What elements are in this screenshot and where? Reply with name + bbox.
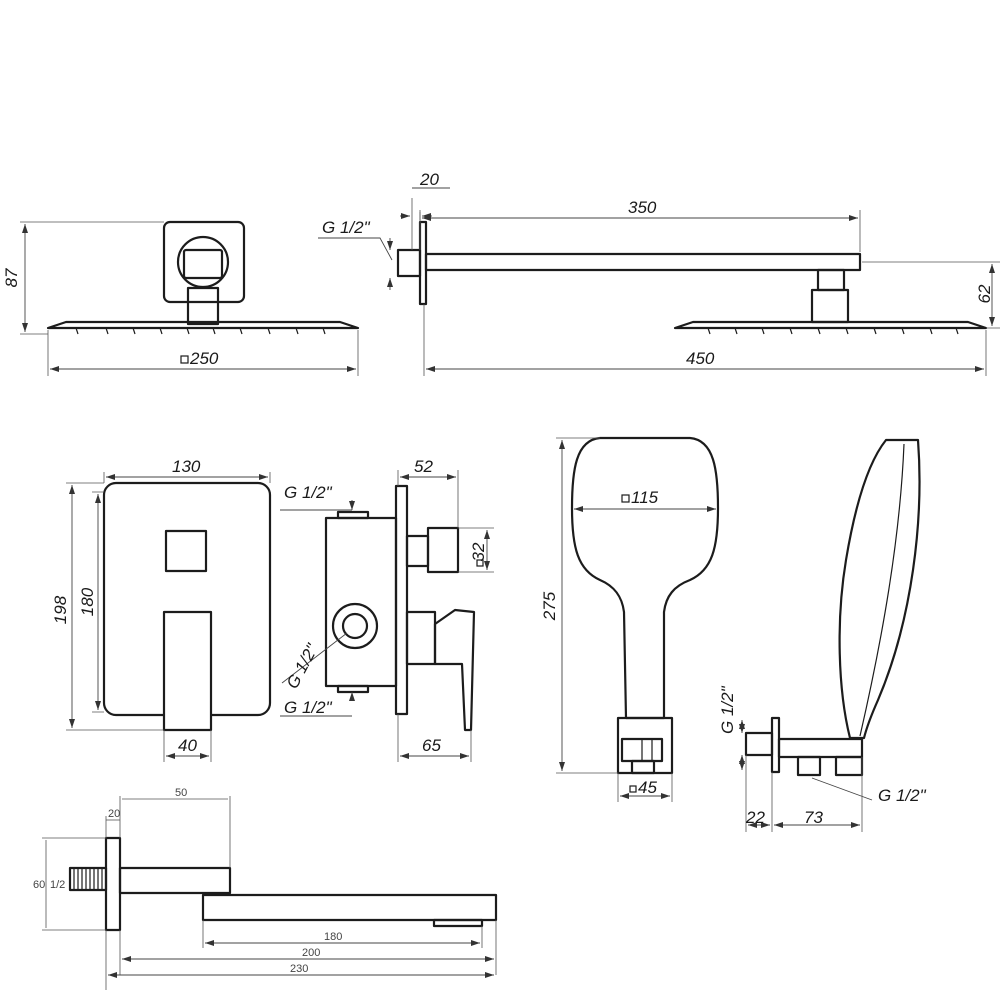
thread-block [396,248,422,278]
spout-upper-block [118,866,232,895]
height-275-label: 275 [540,591,559,621]
hose-thread [630,759,656,775]
side-inlet-outer [331,602,379,650]
mixer-lever [162,610,213,732]
mixer-body [324,516,398,688]
height-87-label: 87 [2,268,21,287]
mixer-window [164,529,208,573]
overall-230-label: 230 [290,963,308,975]
connector-nut [182,248,224,280]
length-73-label: 73 [804,808,823,827]
height-62-label: 62 [975,284,994,303]
lever-side [433,608,476,732]
side-thread-label: G 1/2" [283,640,323,692]
mixer-side-view: 52 G 1/2" 32 G 1/2" G 1/2" 65 [280,457,494,762]
square-symbol-115 [621,494,630,503]
holder-thread-label: G 1/2" [718,685,737,734]
hand-shower-profile [838,438,921,740]
head-115-label: 115 [631,488,659,507]
spout-outlet [432,918,484,928]
rain-shower-front-view: 87 250 [2,220,360,376]
wall-flange [162,220,246,304]
nozzles-side [707,327,959,335]
square-symbol-45 [629,785,637,793]
spout-body [201,893,498,922]
depth-22-label: 22 [745,808,765,827]
cartridge-32-label: 32 [469,542,488,561]
height-198-label: 198 [51,595,70,624]
width-130-label: 130 [172,457,201,476]
overall-450-label: 450 [686,349,715,368]
connector-ring [176,235,230,289]
spout-thread [68,866,108,892]
shower-head-side [673,320,988,330]
outlet-thread-leader [811,777,873,801]
size-250-label: 250 [189,349,219,368]
arm-thread-label: G 1/2" [322,218,371,237]
shower-head-plate [46,320,360,330]
height-60-label: 60 [33,879,45,891]
arm-joint [816,268,846,292]
cartridge-cap [426,526,460,574]
depth-52-label: 52 [414,457,433,476]
flange-20-label: 20 [419,170,439,189]
cartridge-collar [405,534,430,568]
base-45-label: 45 [638,778,657,797]
rain-shower-side-view: 20 350 G 1/2" 62 450 [318,170,1000,376]
side-thread-leader [281,632,348,684]
height-180-label: 180 [78,587,97,616]
square-symbol [180,355,189,364]
lever-40-label: 40 [178,736,197,755]
bottom-outlet [336,684,370,694]
arm-length-350-label: 350 [628,198,657,217]
holder-arm [777,737,864,759]
depth-50-label: 50 [175,787,187,799]
holder-outlet-right [834,755,864,777]
flange-20-label-spout: 20 [108,808,120,820]
mixer-plate-side [394,484,409,716]
top-thread-label: G 1/2" [284,483,333,502]
mid-200-label: 200 [302,947,320,959]
thread-half-label: 1/2 [50,879,65,891]
top-outlet [336,510,370,520]
holder-thread [744,731,774,757]
nozzles [75,327,326,335]
holder-outlet-left [796,755,822,777]
bottom-thread-label: G 1/2" [284,698,333,717]
mixer-front-view: 130 198 180 40 [51,457,272,762]
shower-arm [424,252,862,272]
lever-65-label: 65 [422,736,441,755]
spout-flange [104,836,122,932]
spout-side-view: 50 20 60 1/2 180 200 230 [33,787,498,990]
reach-180-label: 180 [324,931,342,943]
outlet-thread-label: G 1/2" [878,786,927,805]
lever-base [405,610,437,666]
hand-shower-head [570,436,720,720]
connector-stem [186,286,220,326]
hand-shower-front-view: 275 115 45 [540,436,720,802]
side-inlet-inner [341,612,369,640]
square-symbol-32 [476,559,484,567]
head-connector [810,288,850,324]
hand-shower-side-view: G 1/2" G 1/2" 22 73 [718,438,927,832]
